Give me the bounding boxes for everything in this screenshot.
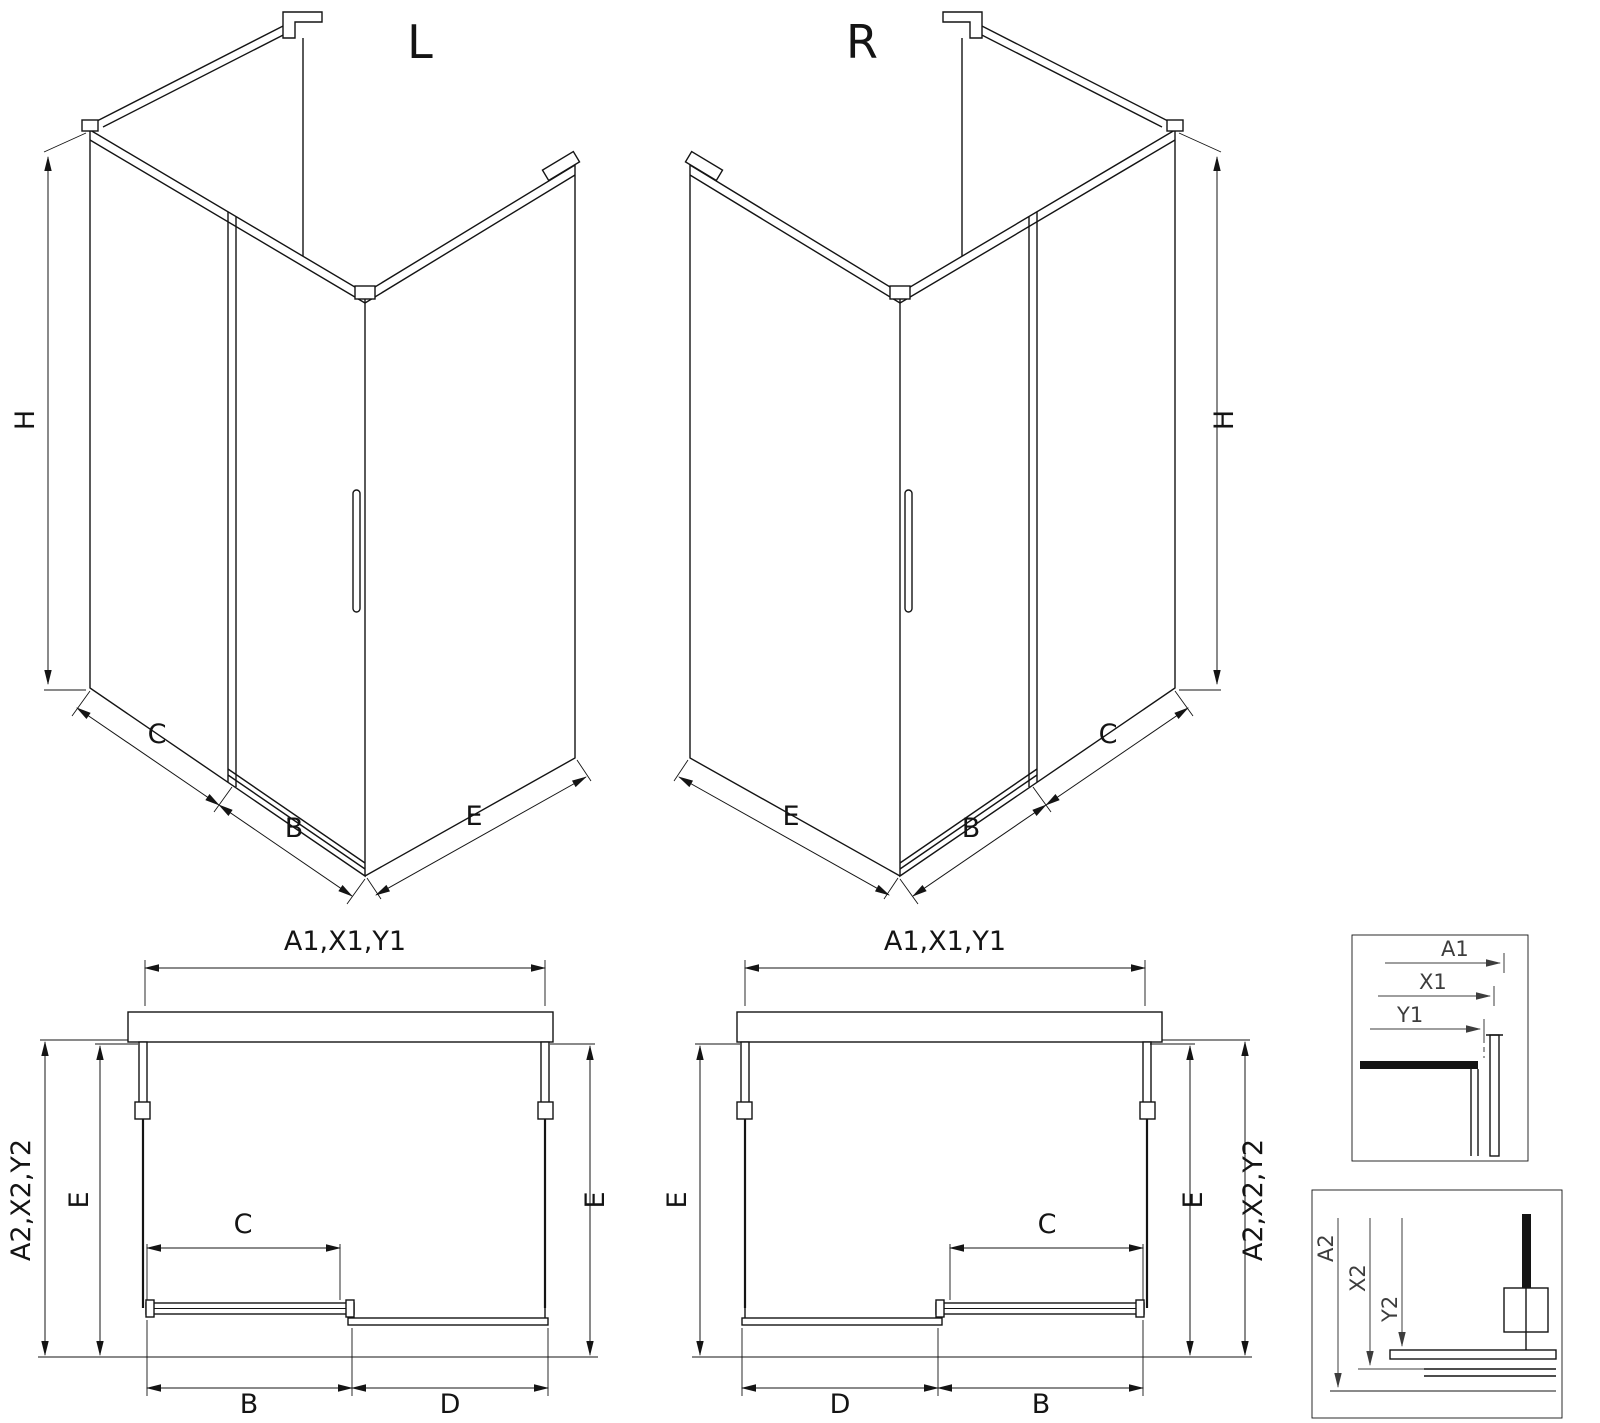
dim-label-e: E bbox=[782, 801, 799, 832]
dim-label-y2: Y2 bbox=[1378, 1296, 1402, 1323]
fixed-front-panel-plan bbox=[741, 1317, 943, 1326]
dim-label-e: E bbox=[465, 801, 482, 832]
corner-bracket bbox=[354, 285, 376, 300]
corner-bracket bbox=[81, 119, 99, 132]
glass-bracket bbox=[537, 1101, 554, 1120]
detail-frame bbox=[1351, 934, 1529, 1162]
variant-label-right: R bbox=[846, 15, 878, 69]
dim-label-c: C bbox=[1038, 1209, 1057, 1240]
hatched-wall bbox=[127, 1011, 554, 1043]
hatched-wall bbox=[736, 1011, 1163, 1043]
detail-top-dimensions: A1 X1 Y1 bbox=[1370, 937, 1505, 1058]
dim-label-b: B bbox=[285, 813, 304, 844]
plan-left-view: A1,X1,Y1 A2,X2,Y2 E E C B D bbox=[6, 926, 611, 1420]
variant-label-left: L bbox=[407, 15, 433, 69]
wall-profile-section bbox=[1522, 1214, 1531, 1288]
wall-bracket-top bbox=[942, 11, 983, 39]
dim-label-c: C bbox=[148, 719, 167, 750]
door-end-cap bbox=[1135, 1299, 1145, 1318]
dim-label-b: B bbox=[240, 1389, 259, 1420]
plan-right-dimensions: A1,X1,Y1 A2,X2,Y2 E E C B D bbox=[662, 926, 1269, 1420]
iso-left-view: H C B E L bbox=[10, 11, 592, 905]
dim-label-x2: X2 bbox=[1346, 1264, 1370, 1292]
door-end-cap bbox=[345, 1299, 355, 1318]
plan-left-enclosure bbox=[38, 1041, 598, 1358]
dim-label-c: C bbox=[234, 1209, 253, 1240]
plan-right-view: A1,X1,Y1 A2,X2,Y2 E E C B D bbox=[662, 926, 1269, 1420]
glass-bracket bbox=[1139, 1101, 1156, 1120]
detail-frame bbox=[1311, 1189, 1563, 1419]
dim-label-e-right: E bbox=[580, 1191, 611, 1208]
dim-label-y1: Y1 bbox=[1396, 1003, 1423, 1027]
detail-view-top: A1 X1 Y1 bbox=[1351, 934, 1529, 1162]
door-end-cap bbox=[935, 1299, 945, 1318]
wall-profile-section bbox=[1360, 1061, 1478, 1069]
glass-bracket bbox=[134, 1101, 151, 1120]
dim-label-depth: A2,X2,Y2 bbox=[6, 1139, 37, 1261]
iso-left-glass-panels bbox=[89, 128, 576, 878]
dim-label-height: H bbox=[10, 410, 41, 430]
detail-bottom-dimensions: A2 X2 Y2 bbox=[1314, 1218, 1424, 1388]
iso-right-view: H C B E R bbox=[673, 11, 1240, 905]
dim-label-e-right: E bbox=[1178, 1191, 1209, 1208]
dim-label-b: B bbox=[1032, 1389, 1051, 1420]
dim-label-width: A1,X1,Y1 bbox=[884, 926, 1006, 957]
dim-label-width: A1,X1,Y1 bbox=[284, 926, 406, 957]
dim-label-d: D bbox=[440, 1389, 461, 1420]
glass-section bbox=[1489, 1034, 1500, 1157]
iso-right-support-hardware bbox=[684, 11, 1184, 300]
iso-right-glass-panels bbox=[689, 128, 1176, 878]
wall-bracket-top bbox=[282, 11, 323, 39]
door-handle bbox=[904, 489, 913, 613]
iso-left-dimensions: H C B E bbox=[10, 132, 592, 905]
iso-right-dimensions: H C B E bbox=[673, 132, 1240, 905]
plan-left-dimensions: A1,X1,Y1 A2,X2,Y2 E E C B D bbox=[6, 926, 611, 1420]
door-handle bbox=[352, 489, 361, 613]
dim-label-e-left: E bbox=[64, 1191, 95, 1208]
iso-left-support-hardware bbox=[81, 11, 581, 300]
dim-label-height: H bbox=[1209, 410, 1240, 430]
dim-label-c: C bbox=[1099, 719, 1118, 750]
dim-label-d: D bbox=[830, 1389, 851, 1420]
panel-bracket bbox=[684, 150, 724, 182]
dim-label-b: B bbox=[962, 813, 981, 844]
plan-right-enclosure bbox=[692, 1041, 1252, 1358]
door-end-cap bbox=[145, 1299, 155, 1318]
corner-bracket bbox=[1166, 119, 1184, 132]
glass-section bbox=[1389, 1349, 1557, 1360]
fixed-front-panel-plan bbox=[347, 1317, 549, 1326]
dim-label-a1: A1 bbox=[1441, 937, 1469, 961]
glass-bracket bbox=[736, 1101, 753, 1120]
detail-view-bottom: A2 X2 Y2 bbox=[1311, 1189, 1563, 1419]
dim-label-x1: X1 bbox=[1419, 970, 1447, 994]
panel-bracket bbox=[541, 150, 581, 182]
dim-label-a2: A2 bbox=[1314, 1234, 1338, 1262]
dim-label-e-left: E bbox=[662, 1191, 693, 1208]
corner-bracket bbox=[889, 285, 911, 300]
dim-label-depth: A2,X2,Y2 bbox=[1238, 1139, 1269, 1261]
